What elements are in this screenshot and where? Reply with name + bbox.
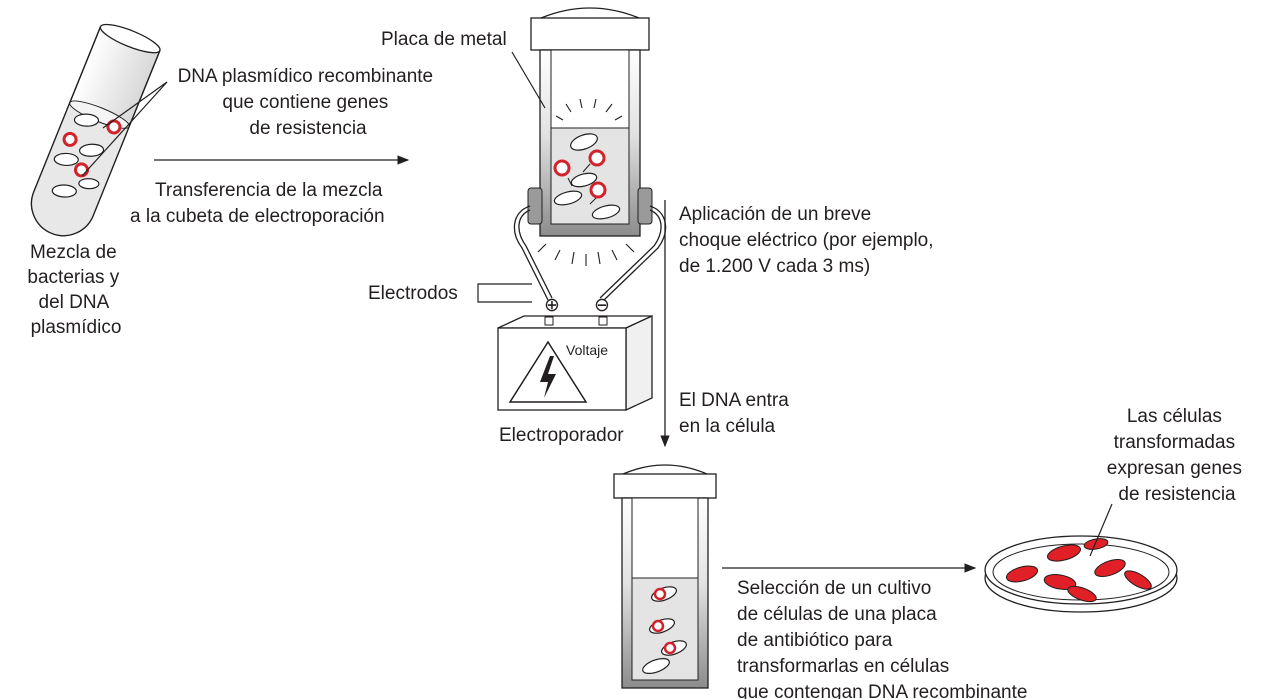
selection-label: Selección de un cultivo de células de un…	[737, 578, 1027, 699]
mixture-label: Mezcla de bacterias y del DNA plasmídico	[27, 242, 124, 338]
transformed-pointer	[1089, 503, 1113, 557]
plus-terminal: ⊕	[544, 295, 560, 316]
bacteria-cells	[51, 113, 105, 198]
electroporator-label: Electroporador	[499, 425, 624, 446]
cuvette-electroporation	[527, 7, 653, 237]
electrodes-label: Electrodos	[368, 283, 458, 304]
metal-plate-label: Placa de metal	[381, 29, 507, 50]
plasmid-dna	[62, 119, 122, 178]
plasmid-pointers	[81, 81, 168, 177]
cuvette-transformed	[613, 464, 717, 689]
voltage-label: Voltaje	[566, 342, 608, 358]
electroporator	[497, 314, 653, 412]
shock-label: Aplicación de un breve choque eléctrico …	[679, 204, 939, 277]
test-tube	[30, 23, 161, 237]
dna-enters-label: El DNA entra en la célula	[679, 390, 794, 437]
transfer-label: Transferencia de la mezcla a la cubeta d…	[130, 180, 388, 227]
minus-terminal: ⊖	[594, 295, 610, 316]
plasmid-label: DNA plasmídico recombinante que contiene…	[178, 66, 439, 139]
transformed-label: Las células transformadas expresan genes…	[1107, 406, 1248, 505]
petri-dish	[984, 535, 1178, 613]
transformed-cells	[1005, 538, 1152, 603]
electrodes-bracket	[477, 283, 532, 303]
metal-plate-pointer	[511, 51, 546, 109]
spark-lines	[537, 243, 635, 266]
